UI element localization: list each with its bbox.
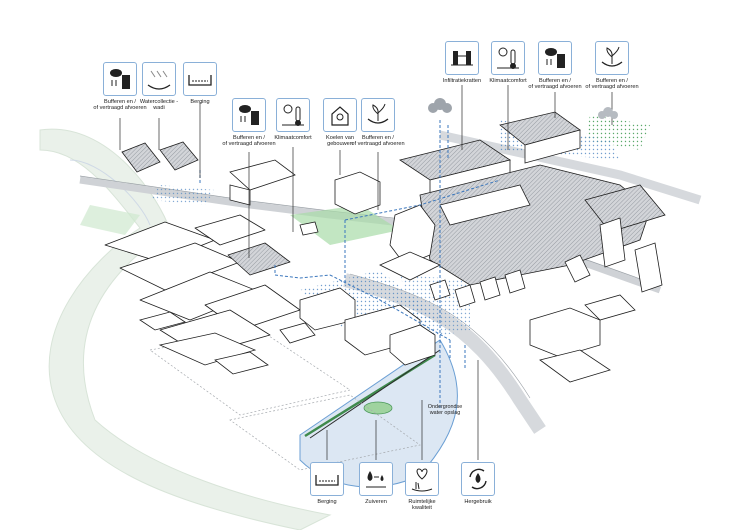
house-sun-icon: [323, 98, 357, 132]
green-west: [80, 205, 140, 235]
callout-buffer-2: Bufferen en / of vertraagd afvoeren: [194, 98, 304, 148]
callout-label: Bufferen en / of vertraagd afvoeren: [528, 78, 582, 91]
water-collection-wall-icon: [142, 62, 176, 96]
water-flow-lines: [199, 120, 501, 410]
recycle-drop-icon: [461, 462, 495, 496]
callout-buffer-4: Bufferen en / of vertraagd afvoeren: [500, 41, 610, 91]
callout-storage-2: Berging: [272, 462, 382, 505]
callout-climate-2: Klimaatcomfort: [453, 41, 563, 84]
callout-label: Bufferen en / of vertraagd afvoeren: [351, 135, 405, 148]
callout-water-collection: Watercollectie - wadi: [104, 62, 214, 112]
callout-label: Berging: [190, 99, 210, 105]
callout-label: Klimaatcomfort: [274, 135, 312, 141]
callout-reuse: Hergebruik: [423, 462, 533, 505]
callout-label: Bufferen en / of vertraagd afvoeren: [585, 78, 639, 91]
storage-basin-icon: [310, 462, 344, 496]
plant-rain-icon: [361, 98, 395, 132]
building-west-lower: [139, 311, 316, 375]
callout-climate-1: Klimaatcomfort: [238, 98, 348, 141]
callout-label: Bufferen en / of vertraagd afvoeren: [222, 135, 276, 148]
callout-infiltration: Infiltratiekratten: [407, 41, 517, 84]
rain-building-icon: [538, 41, 572, 75]
callout-buffer-3: Bufferen en / of vertraagd afvoeren: [323, 98, 433, 148]
water-purify-icon: [359, 462, 393, 496]
callout-label: Koelen van gebouwen: [326, 135, 354, 148]
callout-storage: Berging: [145, 62, 255, 105]
callout-label: Berging: [317, 499, 337, 505]
buildings-east: [379, 204, 663, 383]
rain-building-icon: [232, 98, 266, 132]
water-zone-west: [150, 185, 215, 205]
groundwater-label: Ondergrondse water opslag: [427, 404, 463, 417]
infiltration-crates-icon: [445, 41, 479, 75]
callout-label: Klimaatcomfort: [489, 78, 527, 84]
storage-basin-icon: [183, 62, 217, 96]
heart-reeds-icon: [405, 462, 439, 496]
callout-label: Watercollectie - wadi: [139, 99, 179, 112]
building-west-block: [104, 214, 301, 356]
callout-buffer-1: Bufferen en / of vertraagd afvoeren: [65, 62, 175, 112]
lake-bank-dark: [309, 349, 441, 439]
rain-building-icon: [103, 62, 137, 96]
callout-spatial-quality: Ruimtelijke kwaliteit: [367, 462, 477, 512]
plant-rain-icon: [595, 41, 629, 75]
buildings-cluster-top-left: [121, 141, 296, 206]
rain-cloud-icon: [428, 98, 452, 113]
field-outline-2: [229, 394, 421, 471]
field-outline-1: [149, 329, 351, 416]
building-central-complex: [399, 111, 666, 286]
callout-label: Hergebruik: [464, 499, 492, 505]
callout-label: Infiltratiekratten: [442, 78, 482, 84]
callout-label: Bufferen en / of vertraagd afvoeren: [93, 99, 147, 112]
buildings-center: [299, 171, 436, 366]
thermometer-sun-icon: [276, 98, 310, 132]
callout-buffer-5: Bufferen en / of vertraagd afvoeren: [557, 41, 667, 91]
callout-label: Zuiveren: [365, 499, 387, 505]
island: [363, 401, 393, 415]
callout-cooling: Koelen van gebouwen: [285, 98, 395, 148]
callout-purify: Zuiveren: [321, 462, 431, 505]
thermometer-sun-icon: [491, 41, 525, 75]
rain-cloud-icon-2: [598, 107, 618, 119]
callout-label: Ruimtelijke kwaliteit: [408, 499, 436, 512]
leader-lines: [119, 85, 613, 460]
